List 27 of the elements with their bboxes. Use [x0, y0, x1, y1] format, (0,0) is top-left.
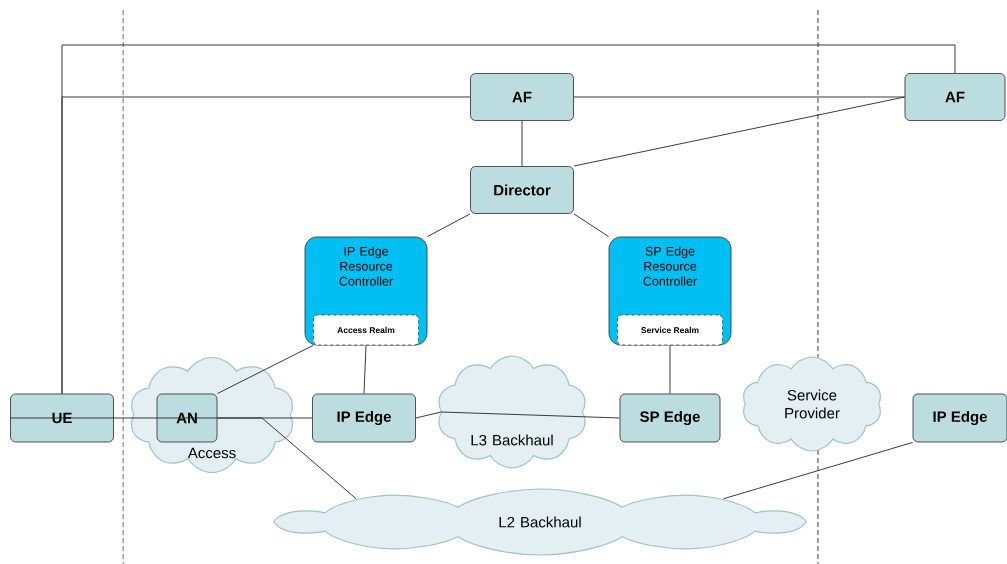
connector-line: [521, 120, 523, 167]
connector-line: [217, 344, 314, 394]
connector-line: [427, 213, 471, 237]
connector-line: [669, 344, 671, 394]
connector-line: [723, 442, 913, 500]
connector-line: [573, 96, 905, 167]
network-box: UE: [10, 393, 114, 443]
network-box: AF: [904, 73, 1006, 121]
connector-line: [9, 417, 218, 419]
connector-line: [440, 411, 620, 419]
connector-line: [415, 411, 442, 419]
network-box: Director: [470, 166, 574, 214]
network-box: IP Edge: [912, 393, 1007, 443]
network-box: AN: [156, 393, 218, 443]
network-box: IP Edge: [312, 393, 416, 443]
connector-line: [363, 344, 367, 394]
network-cloud: Service Provider: [743, 356, 881, 452]
network-cloud: L3 Backhaul: [438, 355, 586, 469]
connector-line: [573, 213, 609, 237]
network-cloud: L2 Backhaul: [273, 488, 807, 556]
connector-line: [61, 96, 471, 394]
connector-line: [217, 417, 357, 500]
network-box: SP Edge: [619, 393, 721, 443]
realm-box: Service Realm: [617, 314, 723, 346]
network-box: AF: [470, 73, 574, 121]
realm-box: Access Realm: [313, 314, 419, 346]
connector-line: [573, 96, 905, 98]
